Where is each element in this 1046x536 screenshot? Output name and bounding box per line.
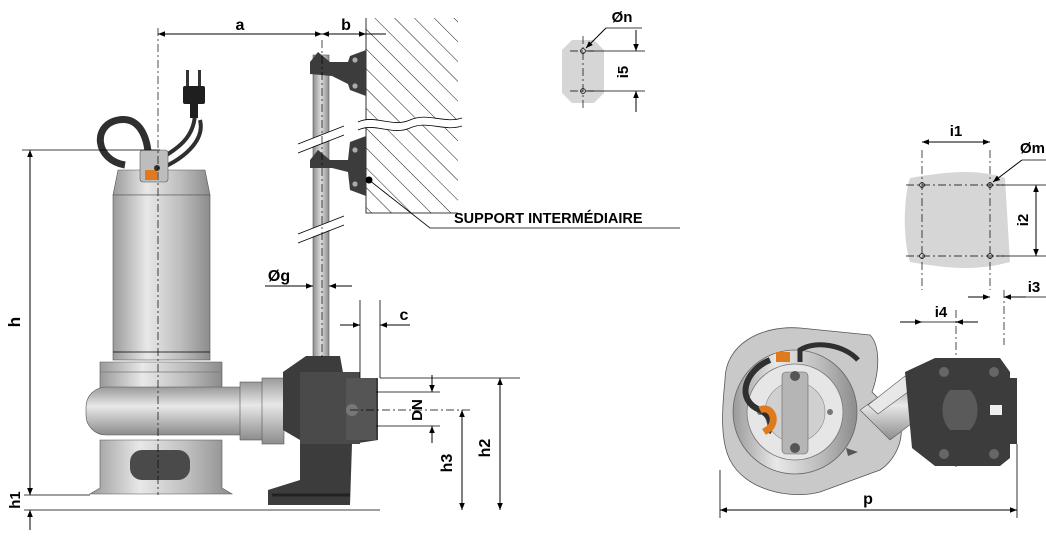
- label-h: h: [5, 317, 24, 327]
- label-b: b: [341, 17, 351, 34]
- label-i3: i3: [1028, 279, 1041, 296]
- dim-b: b: [322, 17, 386, 37]
- label-n: Øn: [612, 9, 633, 26]
- label-i1: i1: [950, 123, 963, 140]
- dim-h: h: [5, 149, 160, 495]
- dim-a: a: [158, 17, 322, 37]
- dim-h2: h2: [380, 377, 520, 510]
- dim-h3: h3: [350, 409, 470, 510]
- dim-dn: DN: [376, 375, 440, 443]
- label-a: a: [236, 17, 245, 34]
- guide-rail: [296, 54, 346, 361]
- dim-c: c: [340, 300, 410, 378]
- foot-plate-detail: i1 Øm i2 i3 i4: [900, 123, 1046, 470]
- duck-foot-side-view: [268, 356, 378, 505]
- support-callout: SUPPORT INTERMÉDIAIRE: [368, 179, 680, 229]
- label-h1: h1: [7, 491, 24, 509]
- dim-g: Øg: [265, 268, 352, 289]
- pump-side-view: [85, 70, 285, 495]
- label-i4: i4: [935, 304, 948, 321]
- label-h3: h3: [439, 454, 456, 473]
- label-dn: DN: [409, 399, 426, 421]
- dim-p: p: [719, 444, 1018, 518]
- label-m: Øm: [1020, 140, 1045, 157]
- dim-h1: h1: [7, 475, 380, 530]
- label-h2: h2: [477, 439, 494, 458]
- upper-bracket: [310, 50, 366, 96]
- label-i5: i5: [615, 66, 632, 79]
- label-p: p: [863, 491, 873, 508]
- pump-top-view: [722, 327, 1017, 495]
- label-c: c: [400, 307, 409, 324]
- support-label: SUPPORT INTERMÉDIAIRE: [454, 210, 643, 227]
- label-i2: i2: [1015, 214, 1032, 227]
- bracket-plate-detail: i5 Øn: [562, 9, 645, 112]
- wall: [356, 18, 464, 214]
- label-g: Øg: [268, 268, 290, 285]
